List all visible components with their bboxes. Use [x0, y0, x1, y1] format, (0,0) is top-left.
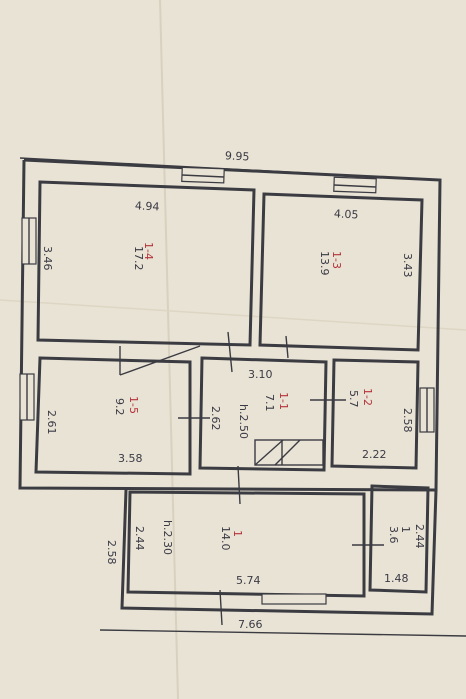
room-1-1-area: 7.1 — [263, 394, 276, 412]
room-1-4-area: 17.2 — [132, 246, 145, 271]
room-1-1-height: 2.62 — [209, 406, 222, 431]
room-1-1-id: 1-1 — [277, 392, 290, 410]
outer-wall-lower — [120, 489, 438, 616]
bottom-dimension-line — [99, 629, 466, 637]
room-1-width: 5.74 — [236, 574, 261, 587]
room-1-5-area: 9.2 — [113, 398, 126, 416]
room-1-5-width: 3.58 — [118, 452, 143, 465]
room-1-2-area: 5.7 — [347, 390, 360, 408]
door-mark-6 — [219, 589, 223, 626]
room-1-2-wall — [330, 358, 420, 470]
room-1-2-height: 2.58 — [401, 408, 414, 433]
room-1-4-id: 1-4 — [142, 242, 155, 260]
room-1-2-width: 2.22 — [362, 448, 387, 461]
window-top-right-pane — [333, 184, 377, 188]
room-1-4-height: 3.46 — [41, 246, 54, 271]
stair-symbol-hatch — [254, 439, 284, 466]
window-bottom — [261, 593, 327, 605]
window-top-left-pane — [181, 174, 225, 178]
door-mark-7 — [285, 335, 289, 359]
room-1-small-wall — [368, 484, 430, 594]
stair-symbol-hatch-2 — [274, 439, 301, 466]
window-top-right — [333, 176, 377, 194]
bottom-width-label: 7.66 — [238, 618, 263, 631]
paper-fold-line — [159, 0, 179, 699]
room-1-5-wall — [34, 356, 192, 476]
room-1-id: 1 — [231, 530, 244, 537]
room-1-1-wall — [198, 356, 328, 472]
room-1-small-area: 3.6 — [387, 526, 400, 544]
outer-left-height: 2.58 — [105, 540, 118, 565]
room-1-small-height: 2.44 — [413, 524, 426, 549]
room-1-3-id: 1-3 — [330, 251, 343, 269]
paper-fold-line-2 — [0, 299, 466, 331]
room-1-4-wall — [36, 180, 256, 347]
overall-width-label: 9.95 — [225, 149, 250, 163]
room-1-1-width: 3.10 — [248, 368, 273, 381]
door-mark-4 — [237, 465, 241, 505]
room-1-wall — [126, 490, 366, 598]
room-1-5-height: 2.61 — [45, 410, 58, 435]
window-top-left — [181, 166, 225, 184]
room-1-area: 14.0 — [219, 526, 232, 551]
room-1-height: 2.44 — [133, 526, 146, 551]
room-1-3-height: 3.43 — [401, 253, 414, 278]
room-1-1-ceiling: h.2.50 — [237, 404, 250, 439]
room-1-small-width: 1.48 — [384, 572, 409, 585]
stair-symbol — [254, 439, 324, 466]
room-1-3-width: 4.05 — [334, 207, 359, 221]
room-1-5-id: 1-5 — [127, 396, 140, 414]
room-1-4-width: 4.94 — [135, 199, 160, 213]
room-1-3-wall — [258, 192, 424, 352]
room-1-3-area: 13.9 — [318, 251, 331, 276]
door-mark-1 — [227, 331, 233, 373]
room-1-small-id: 1 — [399, 526, 412, 533]
room-1-2-id: 1-2 — [361, 388, 374, 406]
stair-diagonal — [119, 345, 201, 376]
room-1-ceiling: h.2.30 — [161, 520, 174, 555]
